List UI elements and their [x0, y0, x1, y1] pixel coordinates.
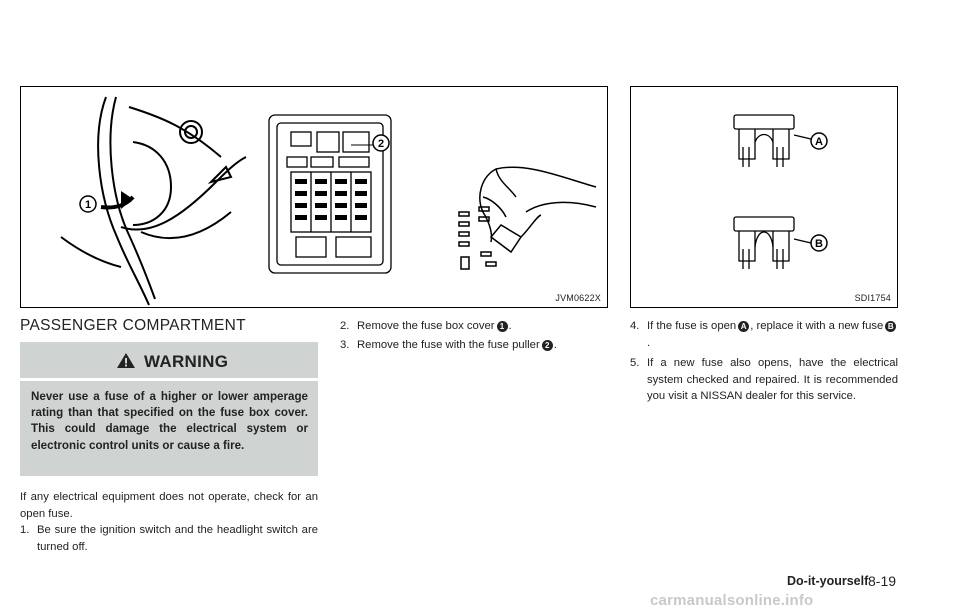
warning-header: WARNING: [20, 342, 318, 378]
callout-2-icon: 2: [541, 340, 553, 351]
figure-code-right: SDI1754: [854, 293, 891, 303]
step-1: 1. Be sure the ignition switch and the h…: [20, 522, 318, 555]
step-text: If the fuse is open: [647, 320, 737, 332]
callout-a-icon: A: [738, 321, 750, 332]
callout-1-icon: 1: [496, 321, 508, 332]
fuse-comparison-illustration: A B: [733, 114, 828, 269]
fuse-box-illustration: 1 2: [60, 96, 597, 306]
callout-b-icon: B: [885, 321, 897, 332]
step-text: If a new fuse also opens, have the elect…: [647, 357, 898, 402]
watermark: carmanualsonline.info: [650, 592, 814, 609]
warning-title: WARNING: [144, 352, 229, 371]
step-number: 4.: [630, 320, 640, 332]
fuse-box-figure: 1 2: [20, 86, 608, 308]
open-fuse-illustration: [733, 114, 812, 167]
step-text: Remove the fuse box cover: [357, 320, 495, 332]
step-text-end: .: [647, 336, 651, 349]
fuse-figure: A B SDI1754: [630, 86, 898, 308]
warning-icon: [117, 353, 135, 368]
step-number: 5.: [630, 357, 640, 369]
step-text-end: .: [553, 339, 557, 351]
step-text: Remove the fuse with the fuse puller: [357, 339, 540, 351]
warning-text: Never use a fuse of a higher or lower am…: [20, 381, 318, 476]
section-title: PASSENGER COMPARTMENT: [20, 317, 246, 334]
good-fuse-illustration: [733, 216, 812, 269]
figure-code-left: JVM0622X: [555, 293, 601, 303]
callout-a-label: A: [815, 136, 823, 148]
step-number: 2.: [340, 320, 350, 332]
footer-section-name: Do-it-yourself: [787, 574, 869, 588]
intro-paragraph: If any electrical equipment does not ope…: [20, 491, 318, 520]
step-text-mid: , replace it with a new fuse: [750, 320, 884, 332]
callout-1-label: 1: [85, 199, 91, 211]
step-text: Be sure the ignition switch and the head…: [37, 524, 318, 553]
callout-2-label: 2: [378, 138, 384, 150]
callout-b-label: B: [815, 238, 823, 250]
step-text-end: .: [508, 320, 512, 332]
step-number: 3.: [340, 339, 350, 351]
step-number: 1.: [20, 524, 30, 536]
page-number: 8-19: [868, 573, 897, 589]
step-5: 5. If a new fuse also opens, have the el…: [630, 355, 898, 405]
